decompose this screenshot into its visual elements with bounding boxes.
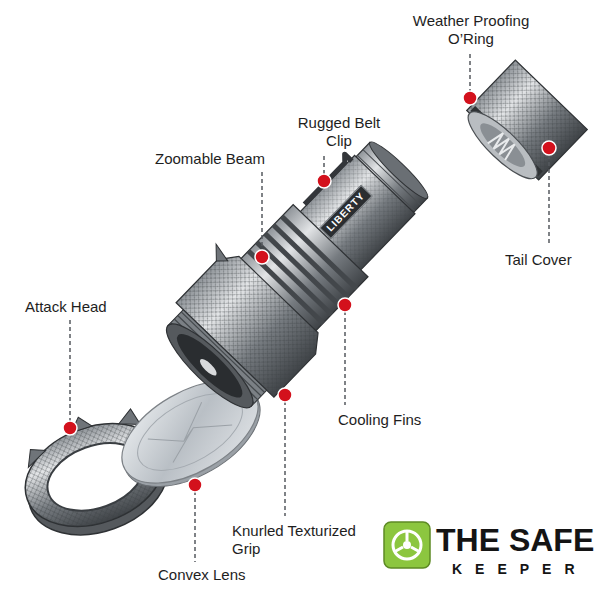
tail-cover	[457, 60, 587, 190]
illustration-shape	[394, 531, 420, 552]
part-label: Zoomable Beam	[155, 150, 265, 168]
leader-line	[194, 491, 196, 562]
callout-dot	[188, 478, 202, 492]
illustration-shape	[460, 103, 546, 187]
part-label: Weather Proofing O’Ring	[405, 12, 537, 48]
leader-line	[344, 311, 346, 405]
illustration-shape	[63, 91, 556, 492]
callout-dot	[278, 388, 292, 402]
leader-line	[469, 54, 471, 92]
flashlight-body	[141, 110, 452, 425]
illustration-shape	[488, 130, 518, 160]
leader-line	[548, 155, 550, 246]
callout-dot	[338, 298, 352, 312]
illustration-shape	[272, 223, 350, 299]
part-label: Convex Lens	[158, 566, 246, 584]
part-label: Tail Cover	[505, 251, 572, 269]
callout-dot	[63, 421, 77, 435]
illustration-shape	[70, 54, 549, 562]
leader-line	[323, 156, 325, 175]
illustration-shape	[300, 154, 352, 207]
callout-dot	[542, 141, 556, 155]
callout-dot	[255, 250, 269, 264]
logo-text: THE SAFE	[436, 523, 594, 557]
callout-dot	[463, 91, 477, 105]
part-label: Knurled Texturized Grip	[232, 522, 372, 558]
leader-line	[261, 172, 263, 251]
illustration-shape	[198, 357, 219, 378]
illustration-shape	[393, 531, 421, 559]
callout-dot	[317, 174, 331, 188]
part-label: Cooling Fins	[338, 411, 421, 429]
part-label: Attack Head	[25, 298, 107, 316]
logo-icon	[384, 522, 430, 568]
leader-line	[284, 401, 286, 516]
illustration-shape	[208, 244, 231, 267]
illustration-shape	[384, 522, 430, 568]
illustration-shape	[475, 118, 531, 173]
illustration-shape	[157, 314, 263, 418]
part-label: Rugged Belt Clip	[290, 114, 388, 150]
illustration-shape	[170, 327, 250, 405]
leader-line	[69, 320, 71, 422]
illustration-shape	[145, 395, 233, 468]
illustration-shape	[403, 541, 411, 549]
logo-subtext: KEEPER	[452, 561, 588, 577]
illustration-shape	[280, 215, 358, 291]
